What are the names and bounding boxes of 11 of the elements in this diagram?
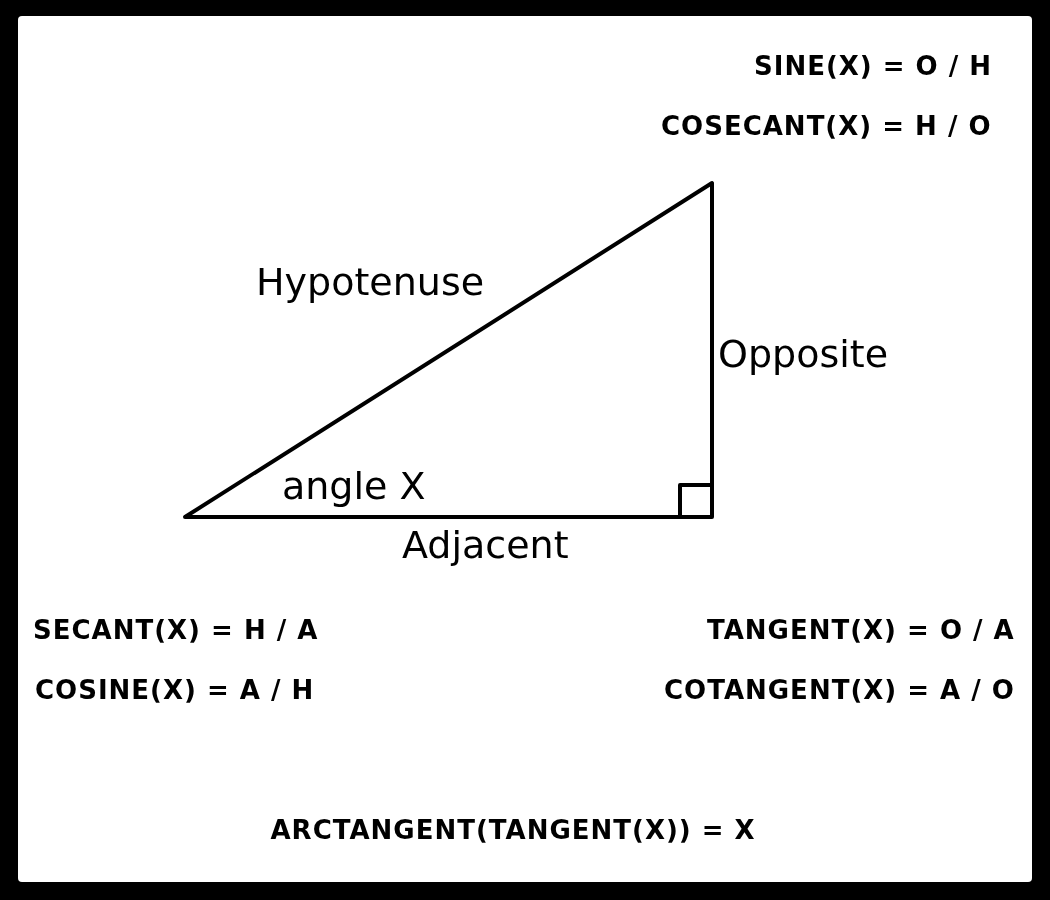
formula-text: SECANT(X) = H / A bbox=[33, 616, 319, 645]
formula-text: COTANGENT(X) = A / O bbox=[664, 676, 1015, 705]
side-label: Hypotenuse bbox=[256, 262, 485, 304]
side-label: Adjacent bbox=[402, 525, 569, 567]
angle-label: angle X bbox=[282, 466, 426, 508]
formula-text: TANGENT(X) = O / A bbox=[707, 616, 1015, 645]
side-label: Opposite bbox=[718, 334, 889, 376]
formula-text: ARCTANGENT(TANGENT(X)) = X bbox=[270, 816, 756, 845]
formula-text: COSECANT(X) = H / O bbox=[661, 112, 992, 141]
formula-text: SINE(X) = O / H bbox=[754, 52, 993, 81]
formula-text: COSINE(X) = A / H bbox=[35, 676, 315, 705]
